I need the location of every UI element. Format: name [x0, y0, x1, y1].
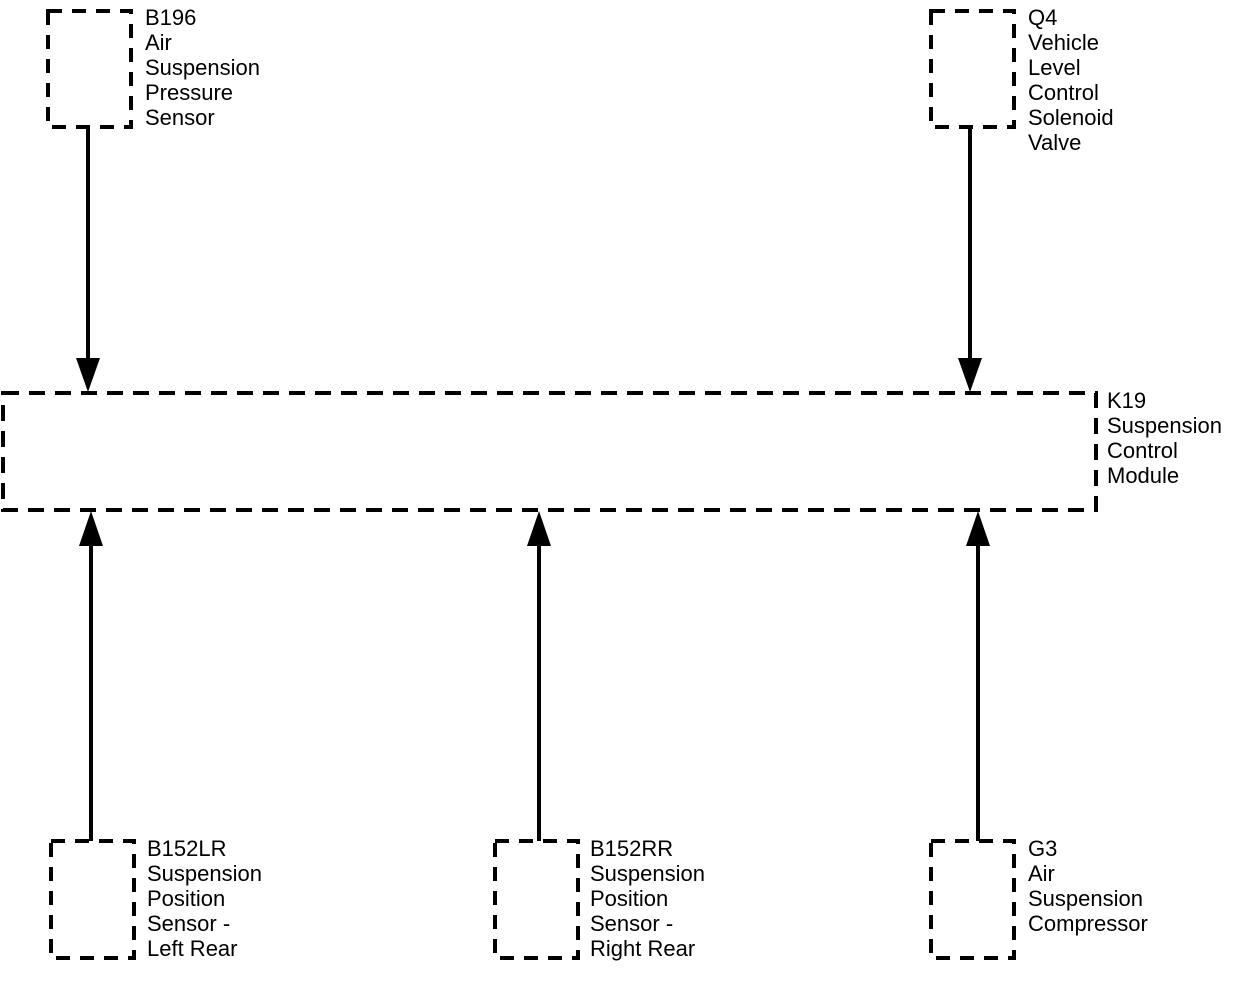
b152lr-to-k19-arrowhead — [79, 511, 103, 546]
b196-label-line: B196 — [145, 5, 197, 30]
b196-label-line: Suspension — [145, 55, 260, 80]
b152lr-label: B152LR Suspension Position Sensor - Left… — [147, 836, 262, 961]
b152lr-label-line: Sensor - — [147, 911, 231, 936]
b152rr-label-line: Right Rear — [590, 936, 696, 961]
q4-to-k19-arrowhead — [958, 358, 982, 392]
b196-label: B196 Air Suspension Pressure Sensor — [145, 5, 260, 130]
b196-to-k19-arrowhead — [76, 358, 100, 392]
b152lr-label-line: Position — [147, 886, 226, 911]
b152rr-label-line: B152RR — [590, 836, 674, 861]
b152rr-label-line: Position — [590, 886, 669, 911]
g3-box — [929, 839, 1016, 960]
b152lr-box — [49, 839, 136, 960]
q4-label: Q4 Vehicle Level Control Solenoid Valve — [1028, 5, 1114, 155]
b152rr-label: B152RR Suspension Position Sensor - Righ… — [590, 836, 705, 961]
q4-label-line: Control — [1028, 80, 1099, 105]
k19-box — [1, 391, 1098, 512]
b152rr-label-line: Suspension — [590, 861, 705, 886]
g3-label-line: Compressor — [1028, 911, 1148, 936]
g3-to-k19-arrowhead — [966, 511, 990, 546]
b152lr-label-line: Suspension — [147, 861, 262, 886]
b152lr-label-line: B152LR — [147, 836, 227, 861]
g3-label-line: Air — [1028, 861, 1055, 886]
b152lr-label-line: Left Rear — [147, 936, 238, 961]
b196-label-line: Sensor — [145, 105, 215, 130]
g3-label: G3 Air Suspension Compressor — [1028, 836, 1148, 936]
b196-label-line: Air — [145, 30, 172, 55]
b152rr-box — [493, 839, 580, 960]
g3-label-line: Suspension — [1028, 886, 1143, 911]
q4-label-line: Q4 — [1028, 5, 1058, 30]
k19-label-line: Suspension — [1107, 413, 1222, 438]
b196-box — [46, 9, 133, 129]
b196-label-line: Pressure — [145, 80, 234, 105]
k19-label-line: K19 — [1107, 388, 1147, 413]
g3-label-line: G3 — [1028, 836, 1058, 861]
q4-label-line: Valve — [1028, 130, 1082, 155]
q4-box — [929, 9, 1016, 129]
q4-label-line: Solenoid — [1028, 105, 1114, 130]
b152rr-label-line: Sensor - — [590, 911, 674, 936]
k19-label-line: Module — [1107, 463, 1180, 488]
k19-label-line: Control — [1107, 438, 1178, 463]
k19-label: K19 Suspension Control Module — [1107, 388, 1222, 488]
b152rr-to-k19-arrowhead — [527, 511, 551, 546]
q4-label-line: Vehicle — [1028, 30, 1099, 55]
q4-label-line: Level — [1028, 55, 1081, 80]
